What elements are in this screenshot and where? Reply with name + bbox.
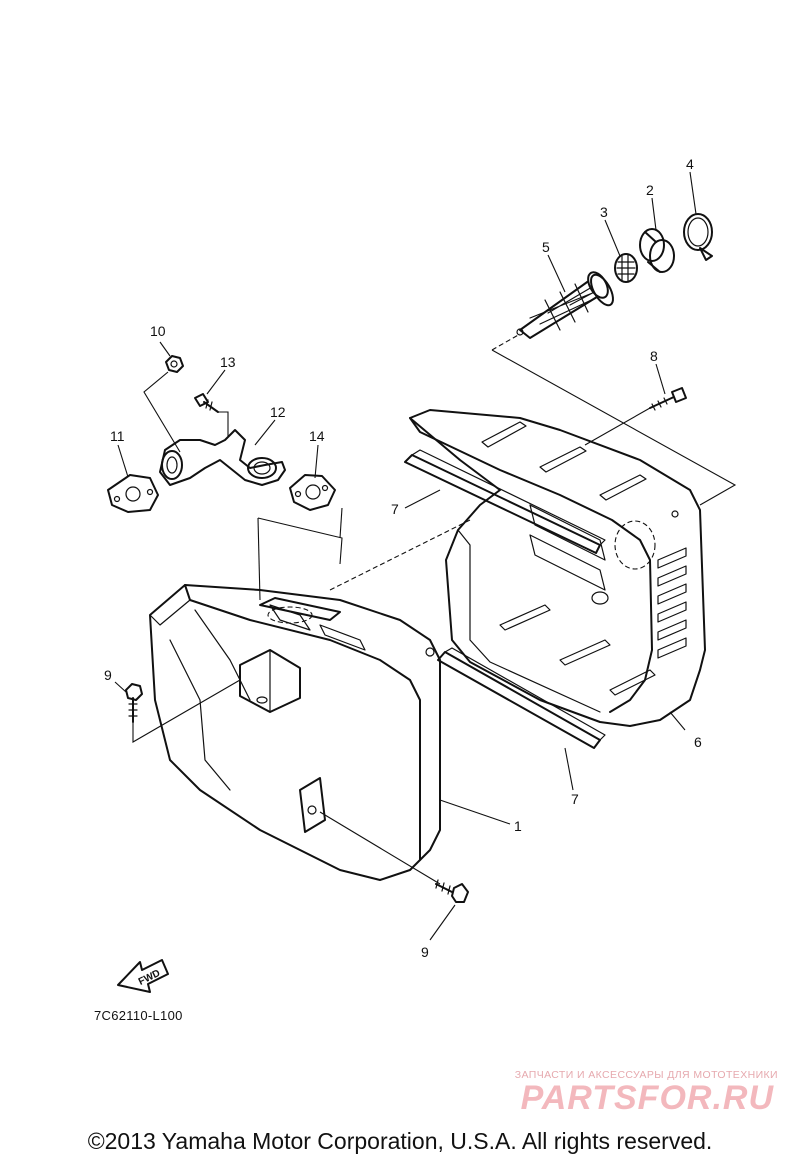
callout-7-lower: 7 [571,791,579,807]
callout-12: 12 [270,404,286,420]
part-2-sleeve [639,228,675,273]
part-9-bolt-lower [435,879,469,903]
callout-7-upper: 7 [391,501,399,517]
callout-9-left: 9 [104,667,112,683]
part-3-screen [614,253,638,283]
part-9-bolt-left [125,683,143,723]
callout-8: 8 [650,348,658,364]
part-13-bolt [194,393,219,413]
callout-10: 10 [150,323,166,339]
diagram-code: 7C62110-L100 [94,1008,183,1023]
fwd-arrow-icon: FWD [117,959,169,993]
part-1-muffler [149,584,441,881]
callout-1: 1 [514,818,522,834]
part-7-gasket-upper [404,449,606,554]
watermark-tagline: ЗАПЧАСТИ И АКСЕССУАРЫ ДЛЯ МОТОТЕХНИКИ [514,1069,778,1081]
callout-5: 5 [542,239,550,255]
assembly-lines [132,333,737,885]
part-14-gasket [289,474,336,511]
part-12-exhaust-pipe [159,429,286,486]
part-11-gasket [107,474,159,513]
callout-4: 4 [686,156,694,172]
part-10-nut [165,355,184,373]
callout-14: 14 [309,428,325,444]
watermark-logo: PARTSFOR.RU [520,1079,774,1117]
callout-3: 3 [600,204,608,220]
part-5-spark-arrester [516,271,614,339]
callout-6: 6 [694,734,702,750]
callout-13: 13 [220,354,236,370]
part-4-clamp [683,213,713,261]
callout-9-lower: 9 [421,944,429,960]
callout-labels: 10 13 12 11 14 5 3 2 4 8 7 6 7 1 9 9 [104,156,702,960]
part-8-bolt [649,387,687,411]
callout-11: 11 [110,428,125,444]
part-7-gasket-lower [437,647,606,749]
part-6-muffler-protector [409,409,706,727]
copyright-notice: ©2013 Yamaha Motor Corporation, U.S.A. A… [87,1128,713,1154]
callout-2: 2 [646,182,654,198]
leader-lines [114,171,697,941]
